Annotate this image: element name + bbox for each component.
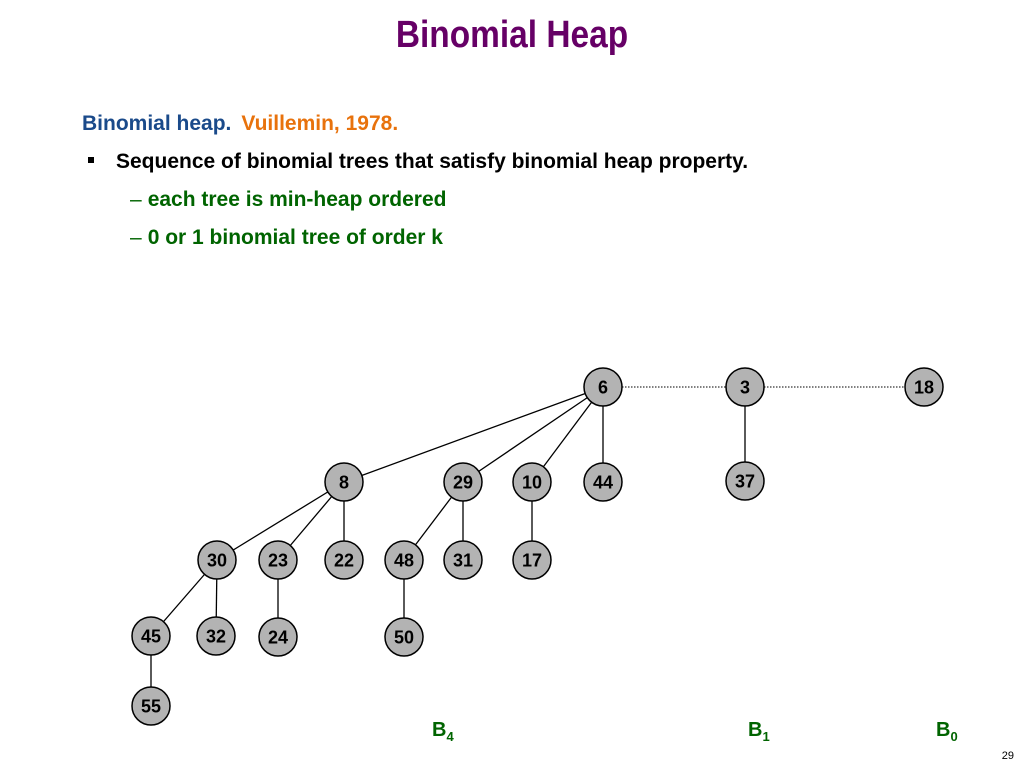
edge-6-29 [462,386,604,483]
node-key: 31 [453,551,473,571]
intro-citation: Vuillemin, 1978. [241,112,399,135]
heap-node-10: 10 [512,462,552,502]
node-key: 23 [268,551,288,571]
node-key: 30 [207,551,227,571]
node-circle [131,616,171,656]
node-circle [725,461,765,501]
node-circle [324,540,364,580]
node-circle [324,462,364,502]
node-key: 6 [598,378,608,398]
node-key: 32 [206,627,226,647]
node-circle [512,462,552,502]
node-circle [443,540,483,580]
heap-node-55: 55 [131,686,171,726]
node-key: 55 [141,697,161,717]
bullet-text: Sequence of binomial trees that satisfy … [116,150,749,173]
node-circle [583,462,623,502]
heap-node-31: 31 [443,540,483,580]
heap-node-30: 30 [197,540,237,580]
node-key: 50 [394,628,414,648]
node-circle [258,617,298,657]
heap-node-23: 23 [258,540,298,580]
heap-node-8: 8 [324,462,364,502]
node-key: 24 [268,628,288,648]
node-circle [258,540,298,580]
edge-6-8 [343,386,604,483]
node-circle [583,367,623,407]
node-circle [443,462,483,502]
bullet-item: Sequence of binomial trees that satisfy … [88,150,748,174]
edge-8-30 [216,481,345,561]
heap-node-37: 37 [725,461,765,501]
node-circle [384,540,424,580]
tree-label-b4: B4 [432,719,454,744]
node-circle [384,617,424,657]
node-key: 44 [593,473,613,493]
node-circle [196,616,236,656]
node-key: 22 [334,551,354,571]
heap-node-32: 32 [196,616,236,656]
tree-nodes: 6 3 18 8 29 10 44 37 30 23 22 48 31 17 45 32 24 50 55 [131,367,944,726]
dash-bullet-icon: – [130,226,142,249]
node-key: 18 [914,378,934,398]
node-circle [725,367,765,407]
heap-node-17: 17 [512,540,552,580]
heap-node-48: 48 [384,540,424,580]
node-circle [512,540,552,580]
node-key: 17 [522,551,542,571]
intro-lead: Binomial heap. [82,112,232,135]
page-number: 29 [1001,750,1014,762]
tree-label-b0: B0 [936,719,958,744]
node-key: 29 [453,473,473,493]
heap-node-24: 24 [258,617,298,657]
dash-bullet-icon: – [130,188,142,211]
tree-edges [150,386,746,706]
node-key: 8 [339,473,349,493]
node-key: 10 [522,473,542,493]
intro-line: Binomial heap. Vuillemin, 1978. [82,112,398,136]
heap-node-29: 29 [443,462,483,502]
slide-title: Binomial Heap [395,14,629,56]
heap-node-18: 18 [904,367,944,407]
sub-bullet-1: –each tree is min-heap ordered [130,188,446,212]
sub-bullet-text: 0 or 1 binomial tree of order k [147,226,443,249]
node-key: 37 [735,472,755,492]
sub-bullet-2: –0 or 1 binomial tree of order k [130,226,443,250]
sub-bullet-text: each tree is min-heap ordered [147,188,447,211]
node-circle [131,686,171,726]
node-circle [197,540,237,580]
edge-6-10 [531,386,604,483]
heap-node-22: 22 [324,540,364,580]
node-key: 48 [394,551,414,571]
node-circle [904,367,944,407]
square-bullet-icon [88,157,94,164]
heap-node-45: 45 [131,616,171,656]
heap-node-50: 50 [384,617,424,657]
node-key: 3 [740,378,750,398]
heap-node-3: 3 [725,367,765,407]
node-key: 45 [141,627,161,647]
tree-label-b1: B1 [748,719,770,744]
heap-node-6: 6 [583,367,623,407]
heap-node-44: 44 [583,462,623,502]
